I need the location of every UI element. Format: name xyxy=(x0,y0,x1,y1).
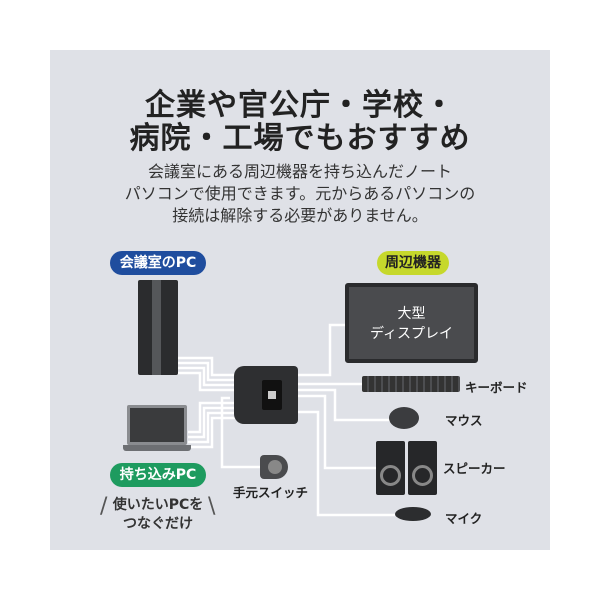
display-label-line1: 大型 xyxy=(397,306,426,322)
badge-meeting-pc: 会議室のPC xyxy=(110,251,206,275)
hand-switch-icon xyxy=(260,455,288,479)
display-icon: 大型 ディスプレイ xyxy=(345,283,478,363)
description-line1: 会議室にある周辺機器を持ち込んだノート xyxy=(147,162,452,181)
display-label-line2: ディスプレイ xyxy=(369,326,454,342)
laptop-base xyxy=(123,445,191,451)
headline-line1: 企業や官公庁・学校・ xyxy=(145,88,455,123)
bring-note-line1: 使いたいPCを xyxy=(112,497,204,513)
description-line2: パソコンで使用できます。元からあるパソコンの xyxy=(124,184,476,203)
slash-right: \ xyxy=(208,494,216,519)
keyboard-label: キーボード xyxy=(465,380,528,395)
badge-bring-pc: 持ち込みPC xyxy=(110,463,206,487)
description-line3: 接続は解除する必要がありません。 xyxy=(172,206,428,225)
kvm-switch-icon xyxy=(234,366,298,424)
keyboard-icon xyxy=(362,376,460,392)
tower-pc-icon xyxy=(138,280,178,375)
hand-switch-label: 手元スイッチ xyxy=(233,485,309,500)
speaker-right-icon xyxy=(408,441,437,495)
laptop-icon xyxy=(127,405,187,445)
mouse-label: マウス xyxy=(445,413,483,428)
bring-note-line2: つなぐだけ xyxy=(123,516,193,532)
speaker-left-icon xyxy=(376,441,405,495)
mouse-icon xyxy=(389,407,419,429)
mic-icon xyxy=(395,507,431,521)
badge-peripherals: 周辺機器 xyxy=(377,251,449,275)
speaker-label: スピーカー xyxy=(443,461,506,476)
headline-line2: 病院・工場でもおすすめ xyxy=(129,121,471,156)
mic-label: マイク xyxy=(445,511,483,526)
slash-left: / xyxy=(100,494,108,519)
